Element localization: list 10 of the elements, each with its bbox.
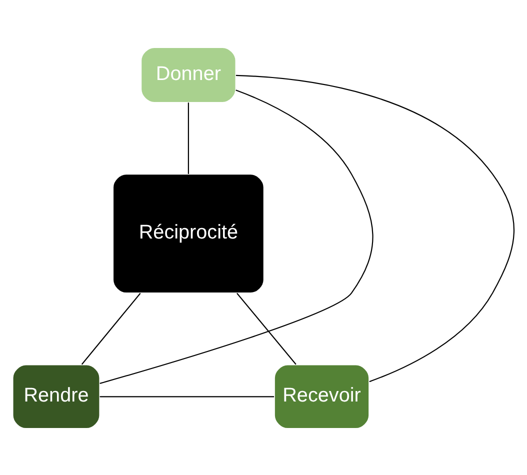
node-box: Donner [140, 46, 236, 103]
node-box: Recevoir [274, 364, 370, 429]
connector [236, 74, 514, 382]
connector [188, 102, 189, 174]
connector [236, 292, 296, 364]
node-box: Rendre [12, 364, 100, 429]
connector [100, 396, 274, 397]
connector [81, 292, 141, 364]
node-box: Réciprocité [112, 173, 264, 294]
connector [100, 89, 374, 384]
